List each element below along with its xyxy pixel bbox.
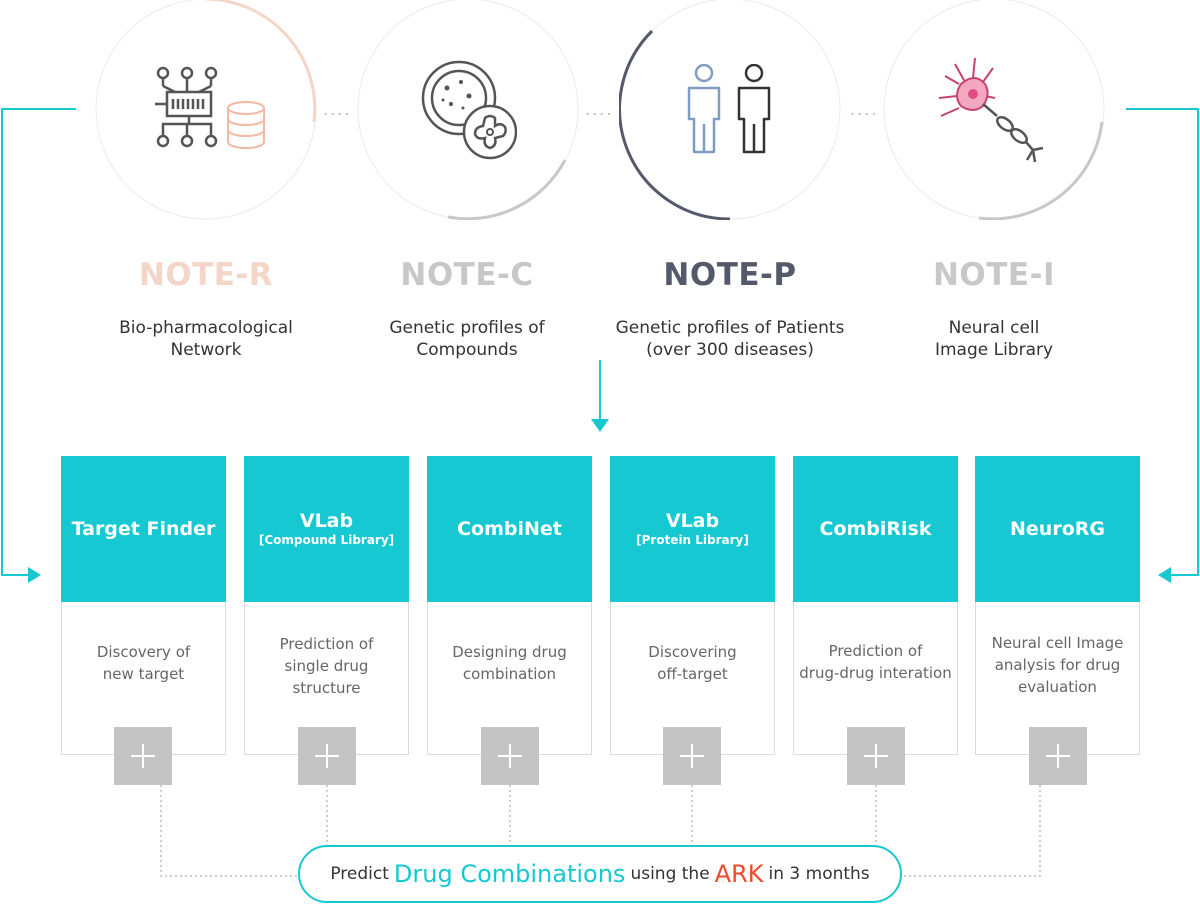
note-r-desc-line1: Bio-pharmacological [119, 318, 293, 338]
card-header: VLab [Protein Library] [610, 456, 775, 602]
card-subtitle: [Protein Library] [636, 533, 749, 547]
note-c-title: NOTE-C [400, 257, 534, 293]
card-description: Prediction of single drug structure [245, 633, 408, 699]
expand-combirisk-button[interactable] [847, 727, 905, 785]
note-i-desc-line1: Neural cell [948, 318, 1040, 338]
plus-icon [315, 744, 339, 768]
card-desc-line: single drug [284, 657, 369, 675]
plus-icon [1046, 744, 1070, 768]
plus-icon [131, 744, 155, 768]
neuron-icon [938, 57, 1044, 163]
network-database-icon [155, 66, 265, 149]
note-i-circle[interactable] [883, 0, 1105, 220]
card-combirisk: CombiRisk Prediction of drug-drug intera… [793, 456, 958, 755]
note-c-desc: Genetic profiles of Compounds [337, 317, 597, 361]
note-r-title: NOTE-R [138, 257, 274, 293]
card-desc-line: Discovery of [96, 643, 191, 661]
plus-icon [680, 744, 704, 768]
expand-target-finder-button[interactable] [114, 727, 172, 785]
note-c-circle[interactable] [357, 0, 579, 220]
card-header: VLab [Compound Library] [244, 456, 409, 602]
card-subtitle: [Compound Library] [258, 533, 395, 547]
card-title: VLab [665, 510, 720, 532]
card-title: CombiNet [457, 517, 562, 540]
expand-vlab-protein-button[interactable] [663, 727, 721, 785]
card-header: Target Finder [61, 456, 226, 602]
expand-combinet-button[interactable] [481, 727, 539, 785]
card-description: Prediction of drug-drug interation [794, 640, 957, 684]
summary-suffix: in 3 months [768, 864, 870, 884]
card-target-finder: Target Finder Discovery of new target [61, 456, 226, 755]
card-combinet: CombiNet Designing drug combination [427, 456, 592, 755]
card-desc-line: new target [102, 665, 185, 683]
card-desc-line: Prediction of [828, 642, 923, 660]
note-p-desc-line2: (over 300 diseases) [646, 340, 814, 360]
card-vlab-compound: VLab [Compound Library] Prediction of si… [244, 456, 409, 755]
card-desc-line: evaluation [1018, 678, 1097, 696]
card-desc-line: Discovering [648, 643, 737, 661]
patients-icon [687, 64, 771, 154]
note-i-desc-line2: Image Library [934, 340, 1054, 360]
card-desc-line: Neural cell Image [991, 634, 1124, 652]
summary-highlight-drug-combinations: Drug Combinations [393, 860, 626, 888]
note-p-desc: Genetic profiles of Patients (over 300 d… [600, 317, 860, 361]
card-title: CombiRisk [819, 517, 932, 540]
separator-1: .... [323, 100, 352, 119]
card-header: NeuroRG [975, 456, 1140, 602]
note-r-circle[interactable] [95, 0, 317, 220]
card-description: Neural cell Image analysis for drug eval… [976, 632, 1139, 698]
card-title: Target Finder [71, 517, 216, 540]
card-desc-line: structure [292, 679, 361, 697]
plus-icon [498, 744, 522, 768]
card-title: NeuroRG [1010, 517, 1105, 540]
note-c-desc-line1: Genetic profiles of [389, 318, 545, 338]
card-title: VLab [299, 510, 354, 532]
note-p-desc-line1: Genetic profiles of Patients [615, 318, 845, 338]
card-vlab-protein: VLab [Protein Library] Discovering off-t… [610, 456, 775, 755]
summary-pill: Predict Drug Combinations using the ARK … [298, 845, 902, 903]
note-r-desc-line2: Network [170, 340, 242, 360]
card-desc-line: drug-drug interation [799, 664, 952, 682]
summary-prefix: Predict [330, 864, 389, 884]
note-p-circle[interactable] [619, 0, 841, 220]
card-desc-line: off-target [657, 665, 728, 683]
separator-3: .... [850, 100, 879, 119]
summary-middle: using the [630, 864, 710, 884]
note-r-desc: Bio-pharmacological Network [76, 317, 336, 361]
note-i-title: NOTE-I [932, 257, 1056, 293]
summary-highlight-ark: ARK [714, 860, 764, 888]
petri-dish-cell-icon [421, 60, 517, 160]
card-desc-line: Prediction of [279, 635, 374, 653]
plus-icon [864, 744, 888, 768]
note-i-desc: Neural cell Image Library [864, 317, 1124, 361]
separator-2: .... [585, 100, 614, 119]
card-header: CombiNet [427, 456, 592, 602]
card-desc-line: analysis for drug [994, 656, 1121, 674]
card-desc-line: Designing drug [452, 643, 567, 661]
card-description: Designing drug combination [428, 641, 591, 685]
card-description: Discovery of new target [62, 641, 225, 685]
card-desc-line: combination [462, 665, 557, 683]
note-c-desc-line2: Compounds [416, 340, 518, 360]
expand-vlab-compound-button[interactable] [298, 727, 356, 785]
note-p-title: NOTE-P [663, 257, 797, 293]
card-header: CombiRisk [793, 456, 958, 602]
card-description: Discovering off-target [611, 641, 774, 685]
card-neurorg: NeuroRG Neural cell Image analysis for d… [975, 456, 1140, 755]
expand-neurorg-button[interactable] [1029, 727, 1087, 785]
